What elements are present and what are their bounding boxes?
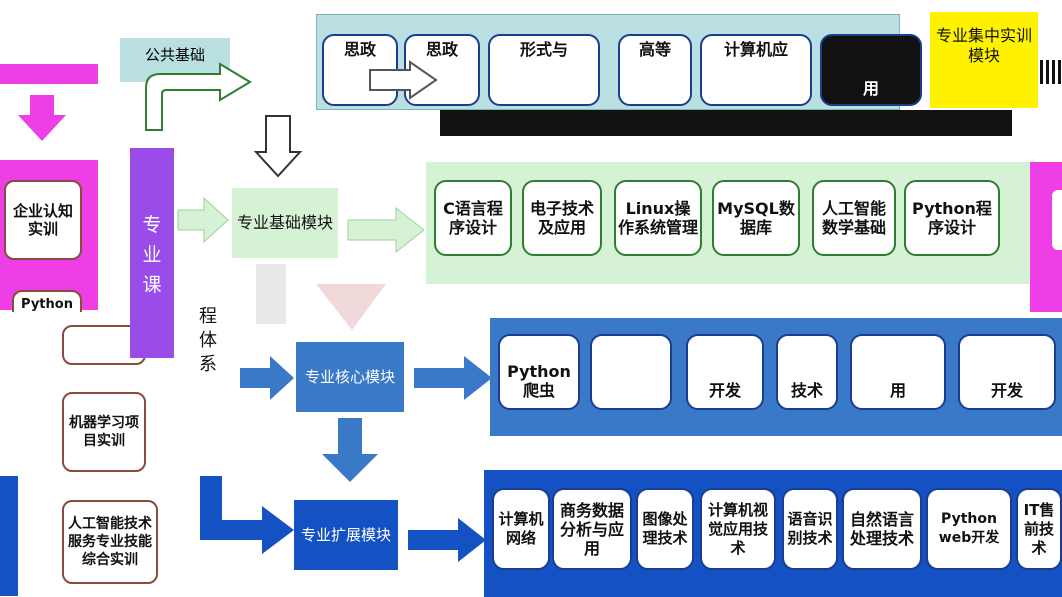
- down-arrow-icon: [253, 115, 303, 178]
- core-course-3[interactable]: 开发: [686, 334, 764, 410]
- basic-course-mysql[interactable]: MySQL数据库: [712, 180, 800, 256]
- right-arrow-icon: [408, 518, 486, 562]
- right-arrow-icon: [177, 196, 229, 244]
- down-arrow-icon: [322, 418, 378, 482]
- system-fragment-label: 程体系: [199, 306, 217, 375]
- left-item-ml-project[interactable]: 机器学习项目实训: [62, 392, 146, 472]
- left-item-enterprise[interactable]: 企业认知实训: [4, 180, 82, 260]
- down-arrow-icon: [256, 264, 386, 330]
- public-arrow-icon: [145, 62, 252, 131]
- professional-course-label: 专业课: [142, 214, 162, 296]
- focused-training-tag: 专业集中实训模块: [930, 12, 1038, 108]
- core-course-1[interactable]: Python爬虫: [498, 334, 580, 410]
- core-course-4[interactable]: 技术: [776, 334, 838, 410]
- public-dark-strip: [440, 110, 1012, 136]
- right-arrow-icon: [240, 356, 294, 400]
- right-arrow-icon: [369, 60, 438, 100]
- ext-course-business-data[interactable]: 商务数据分析与应用: [552, 488, 632, 570]
- core-module-box[interactable]: 专业核心模块: [296, 342, 404, 412]
- basic-module-box[interactable]: 专业基础模块: [232, 188, 338, 258]
- public-course-3[interactable]: 形式与: [488, 34, 600, 106]
- basic-course-python[interactable]: Python程序设计: [904, 180, 1000, 256]
- core-course-5[interactable]: 用: [850, 334, 946, 410]
- core-course-6[interactable]: 开发: [958, 334, 1056, 410]
- left-blue-bar: [0, 476, 18, 596]
- ext-course-image[interactable]: 图像处理技术: [636, 488, 694, 570]
- turn-arrow-icon: [200, 476, 294, 554]
- left-top-banner: [0, 64, 98, 84]
- basic-course-linux[interactable]: Linux操作系统管理: [614, 180, 702, 256]
- ext-course-speech[interactable]: 语音识别技术: [782, 488, 838, 570]
- ext-course-nlp[interactable]: 自然语言处理技术: [842, 488, 922, 570]
- public-course-5[interactable]: 计算机应: [700, 34, 812, 106]
- down-arrow-icon: [18, 95, 66, 141]
- right-edge-strip: [1040, 60, 1062, 84]
- right-white-slot: [1052, 190, 1062, 250]
- ext-course-it-presales[interactable]: IT售前技术: [1016, 488, 1062, 570]
- ext-course-python-web[interactable]: Python web开发: [926, 488, 1012, 570]
- core-course-2[interactable]: [590, 334, 672, 410]
- basic-course-c[interactable]: C语言程序设计: [434, 180, 512, 256]
- extension-module-box[interactable]: 专业扩展模块: [294, 500, 398, 570]
- public-course-4[interactable]: 高等: [618, 34, 692, 106]
- ext-course-network[interactable]: 计算机网络: [492, 488, 550, 570]
- left-item-ai-service[interactable]: 人工智能技术服务专业技能综合实训: [62, 500, 158, 584]
- right-arrow-icon: [347, 206, 425, 254]
- basic-course-ai-math[interactable]: 人工智能数学基础: [812, 180, 896, 256]
- basic-course-electronics[interactable]: 电子技术及应用: [522, 180, 602, 256]
- right-arrow-icon: [414, 356, 492, 400]
- public-course-6[interactable]: 用: [820, 34, 922, 106]
- professional-course-bar: 专业课: [130, 148, 174, 358]
- ext-course-vision[interactable]: 计算机视觉应用技术: [700, 488, 776, 570]
